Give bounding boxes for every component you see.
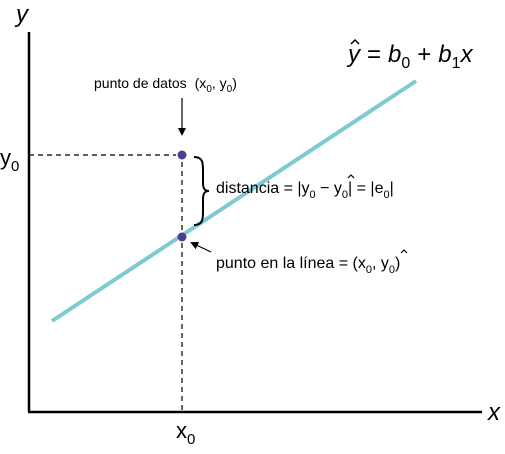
data-point: [177, 150, 187, 160]
regression-equation: y=b0+b1x: [346, 41, 474, 72]
distance-label: distancia = |y0 − y0| = |e0|: [216, 180, 394, 201]
regression-line: [50, 79, 418, 323]
line-point-label: punto en la línea = (x0, y0): [216, 255, 400, 276]
line-point-arrow: [190, 241, 212, 253]
y0-tick-label: y0: [0, 145, 19, 175]
equation-hat: [350, 38, 360, 45]
distance-hat: [347, 174, 355, 179]
line-point-hat: [400, 249, 408, 254]
x-axis-label: x: [487, 399, 501, 426]
distance-brace: [193, 156, 210, 226]
line-point: [177, 232, 187, 242]
data-point-label: punto de datos(x0, y0): [94, 75, 237, 95]
y-axis-label: y: [14, 1, 30, 28]
x0-tick-label: x0: [176, 418, 195, 448]
